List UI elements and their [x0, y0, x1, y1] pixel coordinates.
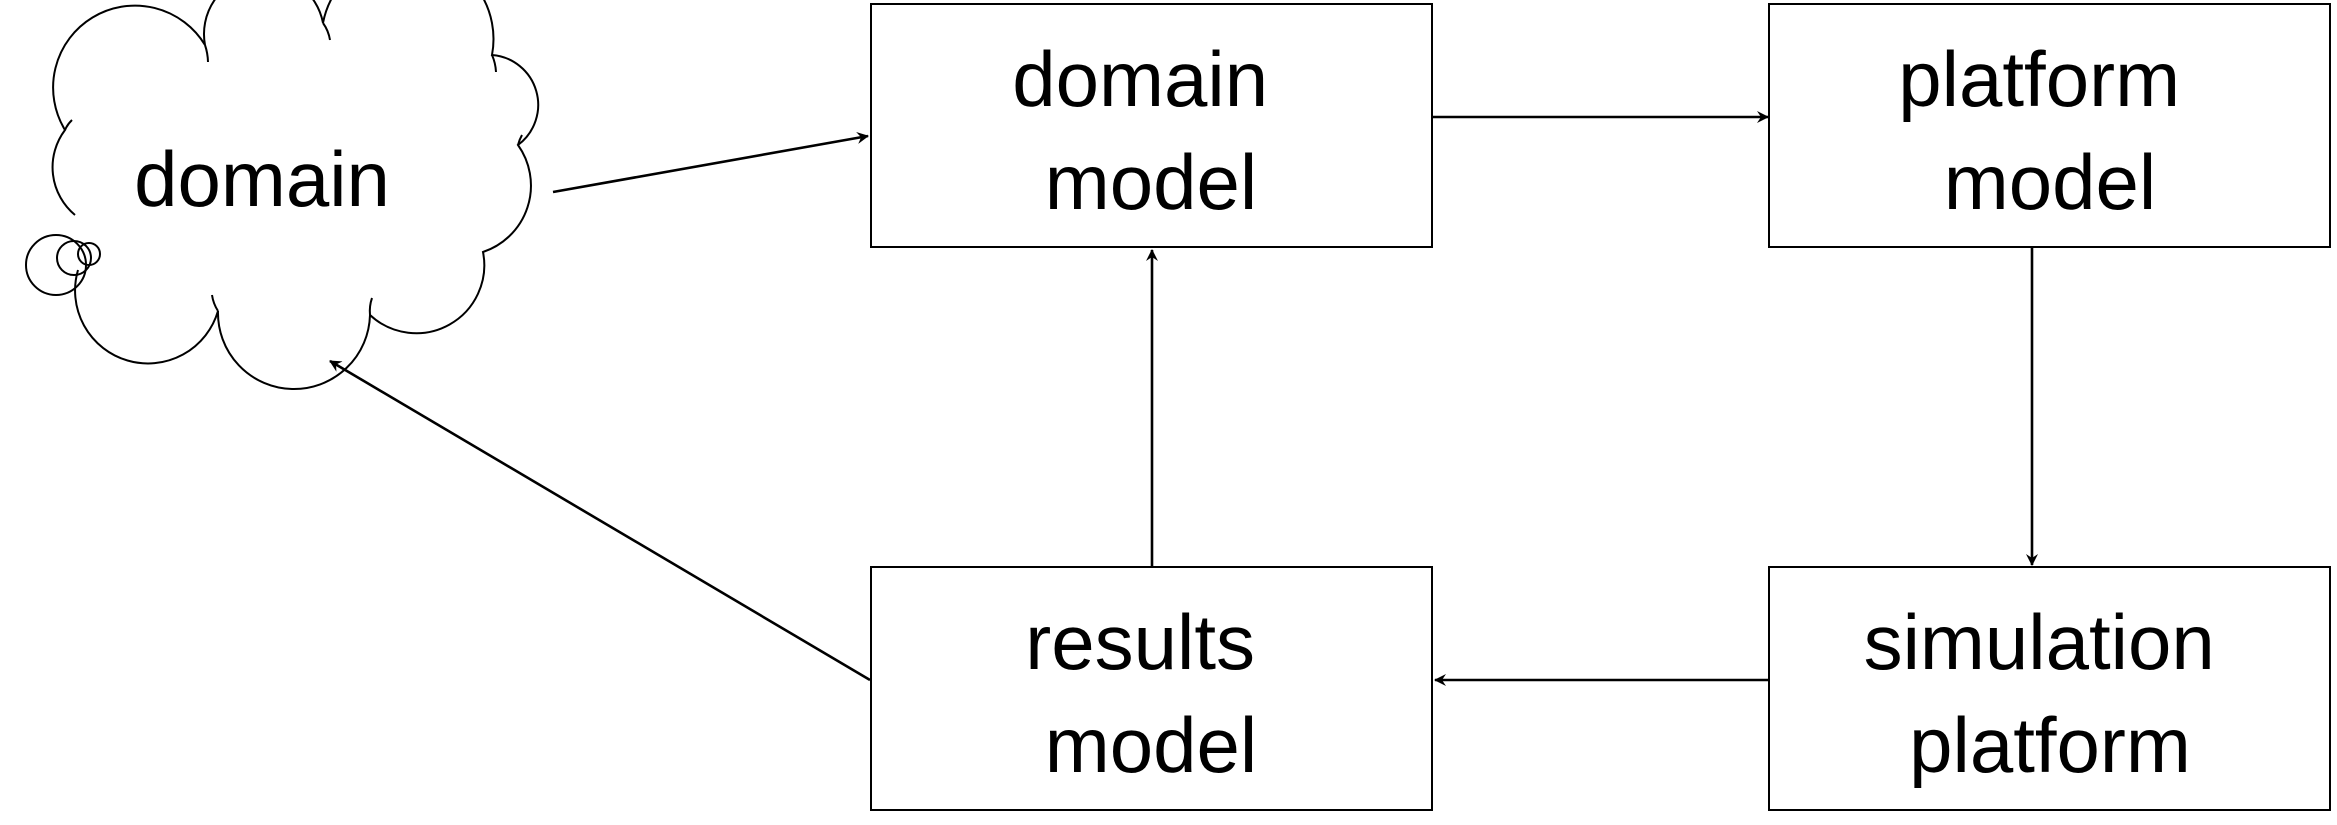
edge-domain-to-domain-model	[552, 132, 869, 194]
node-label-line-1: results	[1025, 598, 1255, 686]
cloud-bubble-medium	[56, 240, 92, 276]
cloud-bubble-small	[77, 242, 101, 266]
cloud-outline	[51, 0, 540, 391]
node-box	[1768, 3, 2331, 248]
node-label: results model	[1025, 598, 1276, 789]
node-label-line-2: model	[1944, 138, 2156, 226]
node-label: simulation platform	[1864, 598, 2237, 789]
node-label: platform model	[1898, 35, 2201, 226]
node-label: domain model	[1012, 35, 1290, 226]
node-box	[870, 566, 1433, 811]
node-label-line-1: domain	[134, 135, 390, 223]
node-box	[870, 3, 1433, 248]
node-domain-cloud: domain	[25, 0, 550, 391]
edge-results-model-to-domain	[329, 359, 871, 682]
node-box	[1768, 566, 2331, 811]
node-domain-model: domain model	[870, 3, 1433, 248]
node-results-model: results model	[870, 566, 1433, 811]
node-label-line-1: domain	[1012, 35, 1268, 123]
edges	[329, 111, 2038, 686]
node-label-line-1: platform	[1898, 35, 2180, 123]
node-label-line-1: simulation	[1864, 598, 2215, 686]
node-label: domain	[134, 135, 390, 223]
node-label-line-2: platform	[1909, 701, 2191, 789]
node-simulation-platform: simulation platform	[1768, 566, 2331, 811]
node-label-line-2: model	[1045, 138, 1257, 226]
node-platform-model: platform model	[1768, 3, 2331, 248]
node-label-line-2: model	[1045, 701, 1257, 789]
